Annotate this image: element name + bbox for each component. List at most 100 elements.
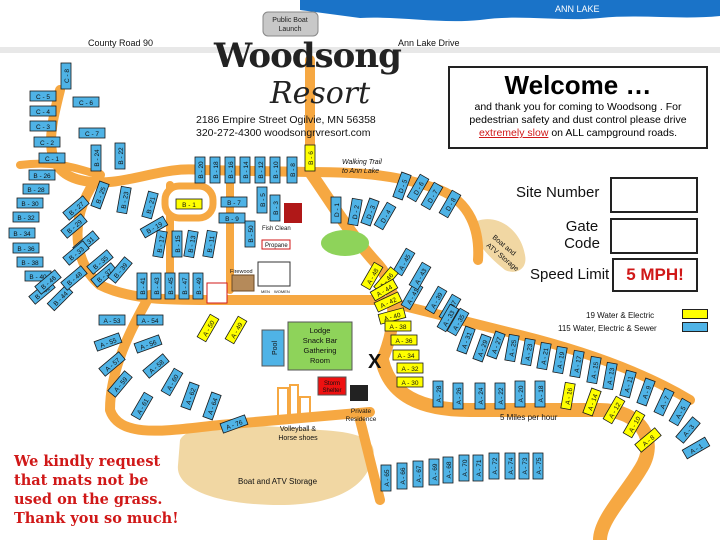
campsite-c6: C - 6 xyxy=(72,96,100,108)
campsite-box xyxy=(164,272,176,300)
campsite-label: A - 19 xyxy=(557,351,567,369)
lodge-line1: Lodge xyxy=(310,326,331,335)
campsite-box xyxy=(428,458,440,486)
campsite-label: A - 43 xyxy=(414,267,429,286)
men-label: MEN xyxy=(261,289,270,294)
campsite-box xyxy=(474,382,486,410)
speed-limit-label: Speed Limit xyxy=(530,266,610,283)
campsite-label: A - 21 xyxy=(541,347,551,365)
campsite-a61: A - 61 xyxy=(130,391,154,421)
boat-atv-storage-right xyxy=(470,219,526,272)
campsite-box xyxy=(183,229,199,259)
campsite-box xyxy=(142,353,170,379)
lake-label: ANN LAKE xyxy=(555,4,600,14)
campsite-label: D - 3 xyxy=(366,204,378,220)
campsite-a44: A - 44 xyxy=(369,278,399,302)
gate-code-field[interactable] xyxy=(610,218,698,254)
campsite-label: B - 11 xyxy=(207,235,217,253)
site-number-field[interactable] xyxy=(610,177,698,213)
campsite-a49: A - 49 xyxy=(224,315,248,345)
campsite-d4: D - 4 xyxy=(373,201,397,231)
campsite-c1: C - 1 xyxy=(38,152,66,164)
campsite-label: A - 15 xyxy=(591,361,601,379)
campsite-a58: A - 58 xyxy=(142,353,170,379)
campsite-a62: A - 62 xyxy=(180,381,200,411)
campsite-box xyxy=(269,194,281,222)
campsite-box xyxy=(90,262,118,288)
campsite-a75: A - 75 xyxy=(532,452,544,480)
women-label: WOMEN xyxy=(274,289,290,294)
walking-trail-line1: Walking Trail xyxy=(342,159,382,166)
playground xyxy=(321,230,369,256)
campsite-b7: B - 7 xyxy=(220,196,248,208)
campsite-label: B - 26 xyxy=(33,173,51,180)
campsite-box xyxy=(373,291,403,313)
campsite-box xyxy=(139,215,169,239)
campsite-b9: B - 9 xyxy=(218,212,246,224)
campsite-a36: A - 36 xyxy=(390,334,418,346)
campsite-label: B - 10 xyxy=(273,161,280,179)
campsite-box xyxy=(224,315,248,345)
campsite-box xyxy=(653,387,675,417)
campsite-d8: D - 8 xyxy=(438,189,462,219)
campsite-label: B - 20 xyxy=(198,161,205,179)
boat-atv-storage-bottom xyxy=(177,425,374,505)
campsite-a30: A - 30 xyxy=(396,376,424,388)
campsite-a27: A - 27 xyxy=(486,330,506,360)
campsite-label: A - 60 xyxy=(166,373,181,392)
campsite-box xyxy=(224,156,236,184)
campsite-box xyxy=(256,186,268,214)
campsite-a5: A - 5 xyxy=(668,397,692,427)
campsite-a71: A - 71 xyxy=(472,454,484,482)
propane-label: Propane xyxy=(265,243,288,249)
campsite-box xyxy=(396,362,424,374)
campsite-box xyxy=(78,127,106,139)
campsite-box xyxy=(60,213,88,239)
campsite-a34: A - 34 xyxy=(392,349,420,361)
campsite-box xyxy=(392,171,412,201)
volleyball-line1: Volleyball & xyxy=(280,426,317,433)
campsite-a56: A - 56 xyxy=(133,334,163,354)
campsite-a25: A - 25 xyxy=(504,333,520,363)
campsite-label: B - 38 xyxy=(21,260,39,267)
campsite-box xyxy=(219,414,249,434)
campsite-label: A - 11 xyxy=(624,375,635,393)
campsite-box xyxy=(8,227,36,239)
campsite-box xyxy=(194,156,206,184)
campsite-a15: A - 15 xyxy=(586,355,602,385)
welcome-box: Welcome … and thank you for coming to Wo… xyxy=(448,66,708,149)
campsite-box xyxy=(436,303,460,333)
campsite-a16: A - 16 xyxy=(560,381,576,411)
campsite-box xyxy=(472,454,484,482)
lodge-line2: Snack Bar xyxy=(303,336,338,345)
campsite-label: B - 49 xyxy=(196,277,203,295)
campsite-b47: B - 47 xyxy=(178,272,190,300)
campsite-box xyxy=(442,456,454,484)
ann-lake xyxy=(300,0,720,22)
boat-launch-line1: Public Boat xyxy=(272,17,307,24)
campsite-b18: B - 18 xyxy=(209,156,221,184)
campsite-box xyxy=(196,313,220,343)
campsite-label: B - 5 xyxy=(260,193,267,207)
campsite-a64: A - 64 xyxy=(202,391,222,421)
campsite-box xyxy=(518,452,530,480)
campsite-b32: B - 32 xyxy=(12,211,40,223)
campsite-label: A - 41 xyxy=(406,287,421,306)
campsite-b13: B - 13 xyxy=(183,229,199,259)
campsite-a60: A - 60 xyxy=(160,367,184,397)
campsite-d5: D - 5 xyxy=(392,171,412,201)
campsite-label: A - 61 xyxy=(136,397,151,416)
request-line1: We kindly request xyxy=(14,453,161,470)
campsite-label: A - 75 xyxy=(536,457,543,474)
campsite-a50: A - 50 xyxy=(196,313,220,343)
campsite-label: D - 2 xyxy=(352,204,361,219)
campsite-b26: B - 26 xyxy=(28,169,56,181)
campsite-box xyxy=(254,156,266,184)
campsite-label: B - 23 xyxy=(121,191,131,210)
campsite-c7: C - 7 xyxy=(78,127,106,139)
legend-yellow-swatch xyxy=(682,309,708,319)
campsite-label: D - 1 xyxy=(334,203,341,217)
campsite-box xyxy=(178,272,190,300)
campsite-b15: B - 15 xyxy=(171,230,183,258)
campsite-a74: A - 74 xyxy=(504,452,516,480)
